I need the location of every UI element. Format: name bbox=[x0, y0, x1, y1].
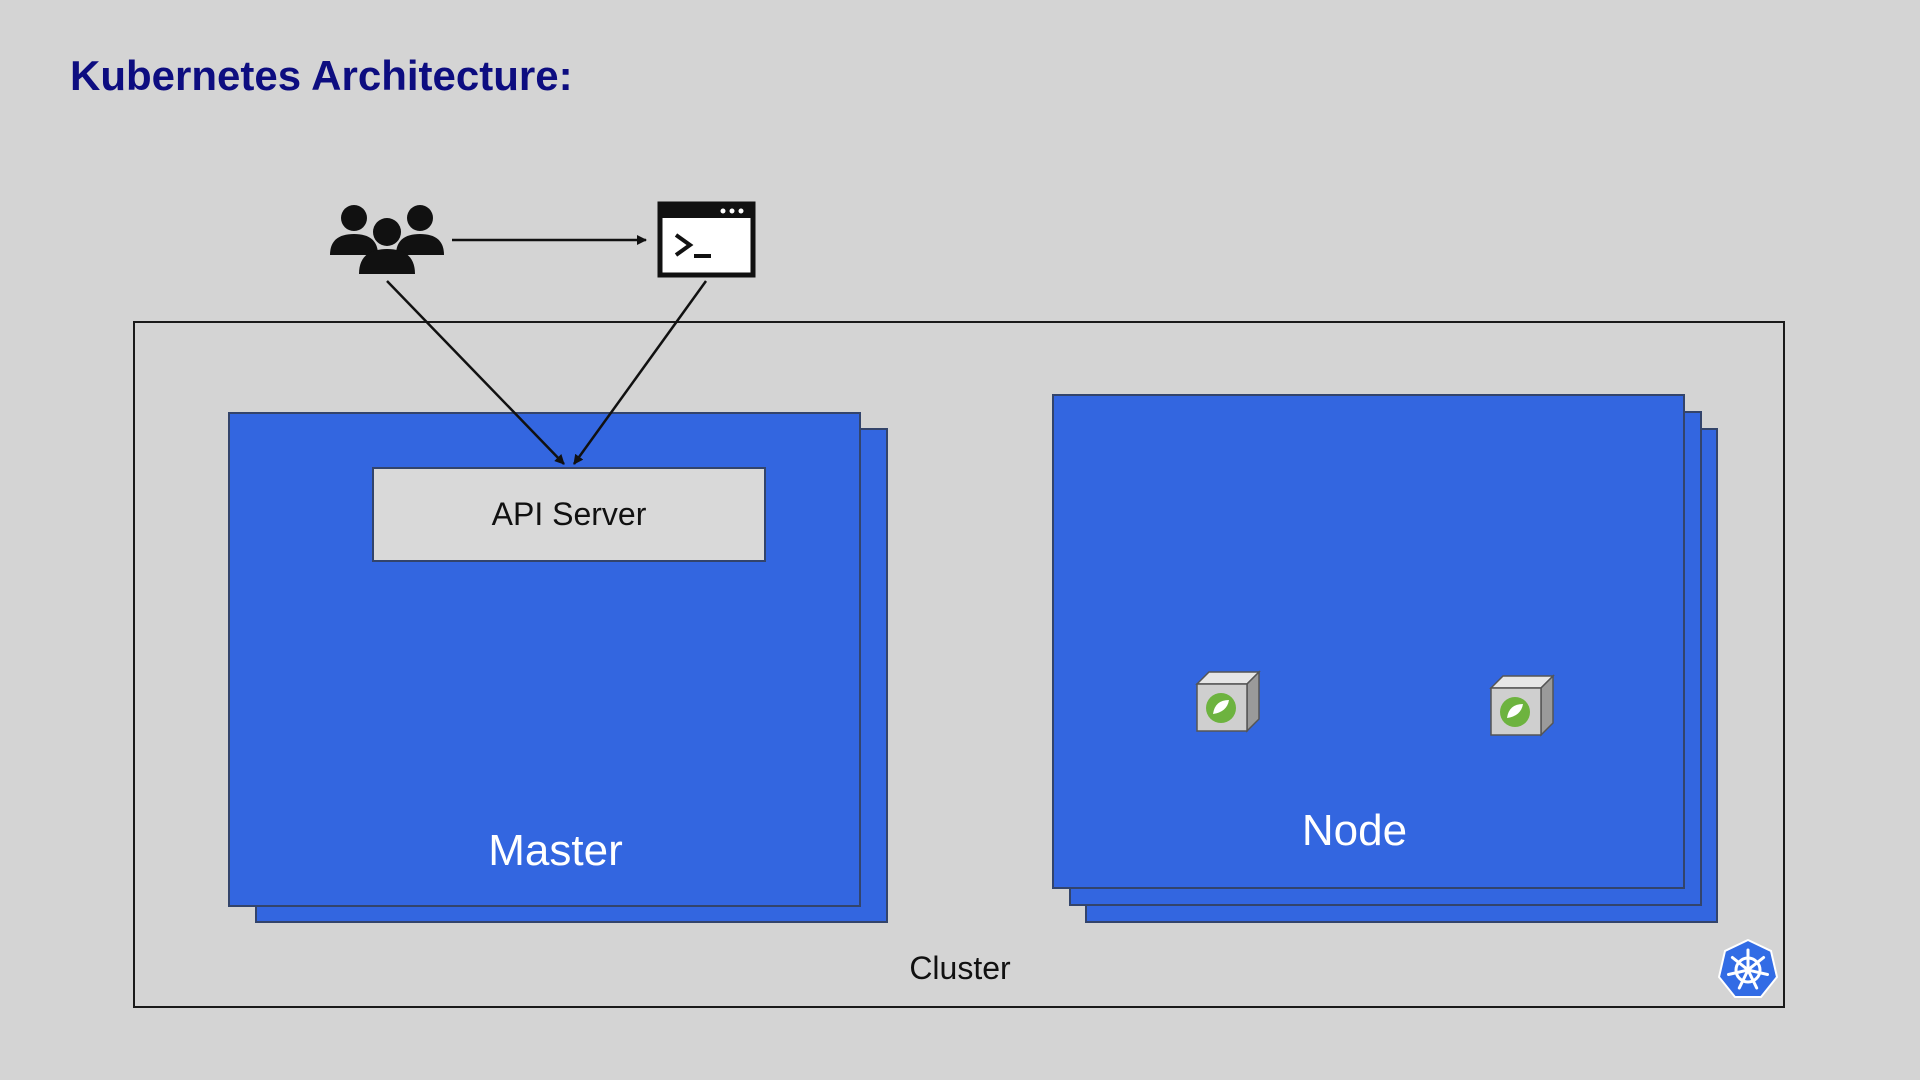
arrow-terminal-to-api bbox=[572, 280, 708, 465]
cluster-label: Cluster bbox=[909, 950, 1011, 986]
node-box bbox=[1052, 394, 1685, 889]
cluster-box bbox=[133, 321, 1785, 1008]
terminal-icon bbox=[657, 201, 756, 278]
kubernetes-logo-icon bbox=[1717, 938, 1779, 998]
spring-pod-icon bbox=[1195, 670, 1261, 733]
slide-title: Kubernetes Architecture: bbox=[70, 52, 573, 99]
api-server-box: API Server bbox=[372, 467, 766, 562]
users-icon bbox=[330, 205, 444, 274]
arrow-users-to-api bbox=[386, 280, 565, 465]
node-label: Node bbox=[1301, 806, 1408, 855]
spring-pod-icon bbox=[1489, 674, 1555, 737]
master-label: Master bbox=[488, 826, 623, 875]
